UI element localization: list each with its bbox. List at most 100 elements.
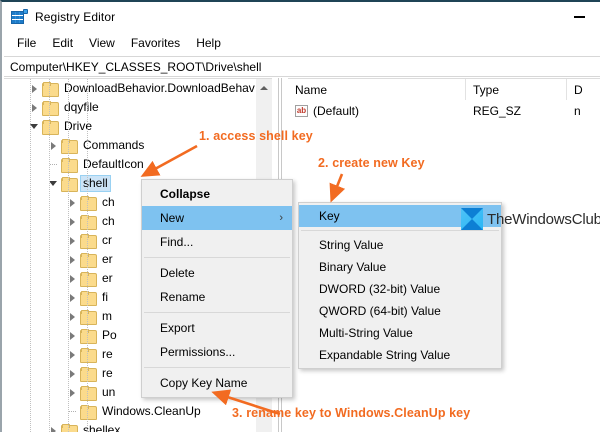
title-bar: Registry Editor	[2, 2, 600, 32]
folder-icon	[80, 291, 97, 306]
chevron-right-icon[interactable]	[45, 421, 61, 432]
tree-item-er[interactable]: er	[4, 250, 256, 269]
chevron-down-icon[interactable]	[45, 174, 61, 193]
tree-item-ch[interactable]: ch	[4, 212, 256, 231]
tree-item-label: ch	[102, 195, 115, 209]
context-menu-item-delete[interactable]: Delete	[142, 261, 292, 285]
tree-item-downloadbehaviordownloadbehav[interactable]: DownloadBehavior.DownloadBehav	[4, 79, 256, 98]
column-header-name[interactable]: Name	[288, 79, 466, 100]
chevron-right-icon[interactable]	[64, 345, 80, 364]
chevron-right-icon[interactable]	[64, 212, 80, 231]
window-controls	[556, 2, 600, 32]
menu-item-file[interactable]: File	[17, 36, 37, 50]
minimize-icon	[573, 16, 585, 18]
scroll-up-arrow-icon[interactable]	[256, 79, 272, 96]
tree-guide-line	[68, 79, 69, 432]
tree-item-windowscleanup[interactable]: Windows.CleanUp	[4, 402, 256, 421]
tree-item-cr[interactable]: cr	[4, 231, 256, 250]
new-submenu-item-key[interactable]: Key	[299, 205, 501, 227]
context-menu-item-label: Export	[160, 321, 195, 335]
minimize-button[interactable]	[556, 2, 600, 28]
folder-icon	[61, 177, 78, 192]
context-menu-item-copykeyname[interactable]: Copy Key Name	[142, 371, 292, 395]
tree-guide-line	[30, 79, 31, 432]
chevron-right-icon[interactable]	[64, 250, 80, 269]
tree-item-re[interactable]: re	[4, 345, 256, 364]
context-menu-item-export[interactable]: Export	[142, 316, 292, 340]
new-submenu-item-dword32bitvalue[interactable]: DWORD (32-bit) Value	[319, 282, 441, 296]
tree-guide-line	[49, 79, 50, 432]
annotation-step-1: 1. access shell key	[199, 129, 313, 143]
new-submenu-item-binaryvalue[interactable]: Binary Value	[319, 260, 387, 274]
tree-item-un[interactable]: un	[4, 383, 256, 402]
registry-values-pane[interactable]: Name Type D ab (Default) REG_SZ n	[288, 78, 600, 432]
tree-item-label: DownloadBehavior.DownloadBehav	[64, 81, 255, 95]
tree-item-er[interactable]: er	[4, 269, 256, 288]
tree-item-re[interactable]: re	[4, 364, 256, 383]
menu-item-view[interactable]: View	[89, 36, 115, 50]
folder-icon	[80, 329, 97, 344]
new-submenu-item-qword64bitvalue[interactable]: QWORD (64-bit) Value	[319, 304, 441, 318]
menu-item-edit[interactable]: Edit	[52, 36, 74, 50]
folder-icon	[61, 139, 78, 154]
column-header-type[interactable]: Type	[466, 79, 567, 100]
value-name-text: (Default)	[313, 103, 360, 118]
tree-item-commands[interactable]: Commands	[4, 136, 256, 155]
context-menu-item-rename[interactable]: Rename	[142, 285, 292, 309]
chevron-right-icon[interactable]	[26, 79, 42, 98]
string-value-icon: ab	[295, 104, 308, 117]
chevron-right-icon[interactable]	[64, 288, 80, 307]
value-type-cell: REG_SZ	[473, 103, 522, 118]
tree-item-label: m	[102, 309, 112, 323]
folder-icon	[42, 82, 59, 97]
chevron-right-icon[interactable]	[64, 307, 80, 326]
tree-item-label: un	[102, 385, 116, 399]
folder-icon	[80, 196, 97, 211]
menu-item-favorites[interactable]: Favorites	[130, 36, 181, 50]
tree-item-defaulticon[interactable]: DefaultIcon	[4, 155, 256, 174]
chevron-down-icon[interactable]	[26, 117, 42, 136]
watermark-text: TheWindowsClub	[487, 210, 600, 228]
menu-separator	[301, 230, 499, 231]
tree-item-ch[interactable]: ch	[4, 193, 256, 212]
chevron-right-icon[interactable]	[45, 136, 61, 155]
tree-item-fi[interactable]: fi	[4, 288, 256, 307]
scrollbar-thumb[interactable]	[256, 96, 272, 146]
new-submenu-item-multistringvalue[interactable]: Multi-String Value	[319, 326, 413, 340]
tree-item-m[interactable]: m	[4, 307, 256, 326]
menu-item-help[interactable]: Help	[196, 36, 221, 50]
column-header-data[interactable]: D	[574, 82, 583, 97]
chevron-right-icon[interactable]	[64, 231, 80, 250]
address-bar[interactable]: Computer\HKEY_CLASSES_ROOT\Drive\shell	[4, 56, 600, 77]
tree-item-label: DefaultIcon	[83, 157, 144, 171]
context-menu-item-label: Find...	[160, 235, 194, 249]
tree-line-icon	[45, 155, 61, 174]
table-row[interactable]: ab (Default) REG_SZ n	[288, 101, 600, 120]
tree-item-label: cr	[102, 233, 112, 247]
new-submenu-item-stringvalue[interactable]: String Value	[319, 238, 384, 252]
chevron-right-icon[interactable]	[26, 98, 42, 117]
context-menu-item-new[interactable]: New›	[142, 206, 292, 230]
context-menu-item-collapse[interactable]: Collapse	[142, 182, 292, 206]
chevron-right-icon[interactable]	[64, 193, 80, 212]
tree-item-drive[interactable]: Drive	[4, 117, 256, 136]
tree-item-po[interactable]: Po	[4, 326, 256, 345]
menu-bar: File Edit View Favorites Help	[2, 32, 600, 54]
tree-item-dqyfile[interactable]: dqyfile	[4, 98, 256, 117]
tree-item-label: er	[102, 252, 113, 266]
tree-line-icon	[64, 402, 80, 421]
tree-item-shellex[interactable]: shellex	[4, 421, 256, 432]
tree-item-label: Commands	[83, 138, 145, 152]
annotation-step-2: 2. create new Key	[318, 156, 425, 170]
chevron-right-icon[interactable]	[64, 364, 80, 383]
chevron-right-icon[interactable]	[64, 326, 80, 345]
chevron-right-icon[interactable]	[64, 383, 80, 402]
new-submenu-item-expandablestringvalue[interactable]: Expandable String Value	[319, 348, 451, 362]
context-menu-item-permissions[interactable]: Permissions...	[142, 340, 292, 364]
context-menu-item-find[interactable]: Find...	[142, 230, 292, 254]
chevron-right-icon[interactable]	[64, 269, 80, 288]
tree-item-label: Drive	[64, 119, 93, 133]
